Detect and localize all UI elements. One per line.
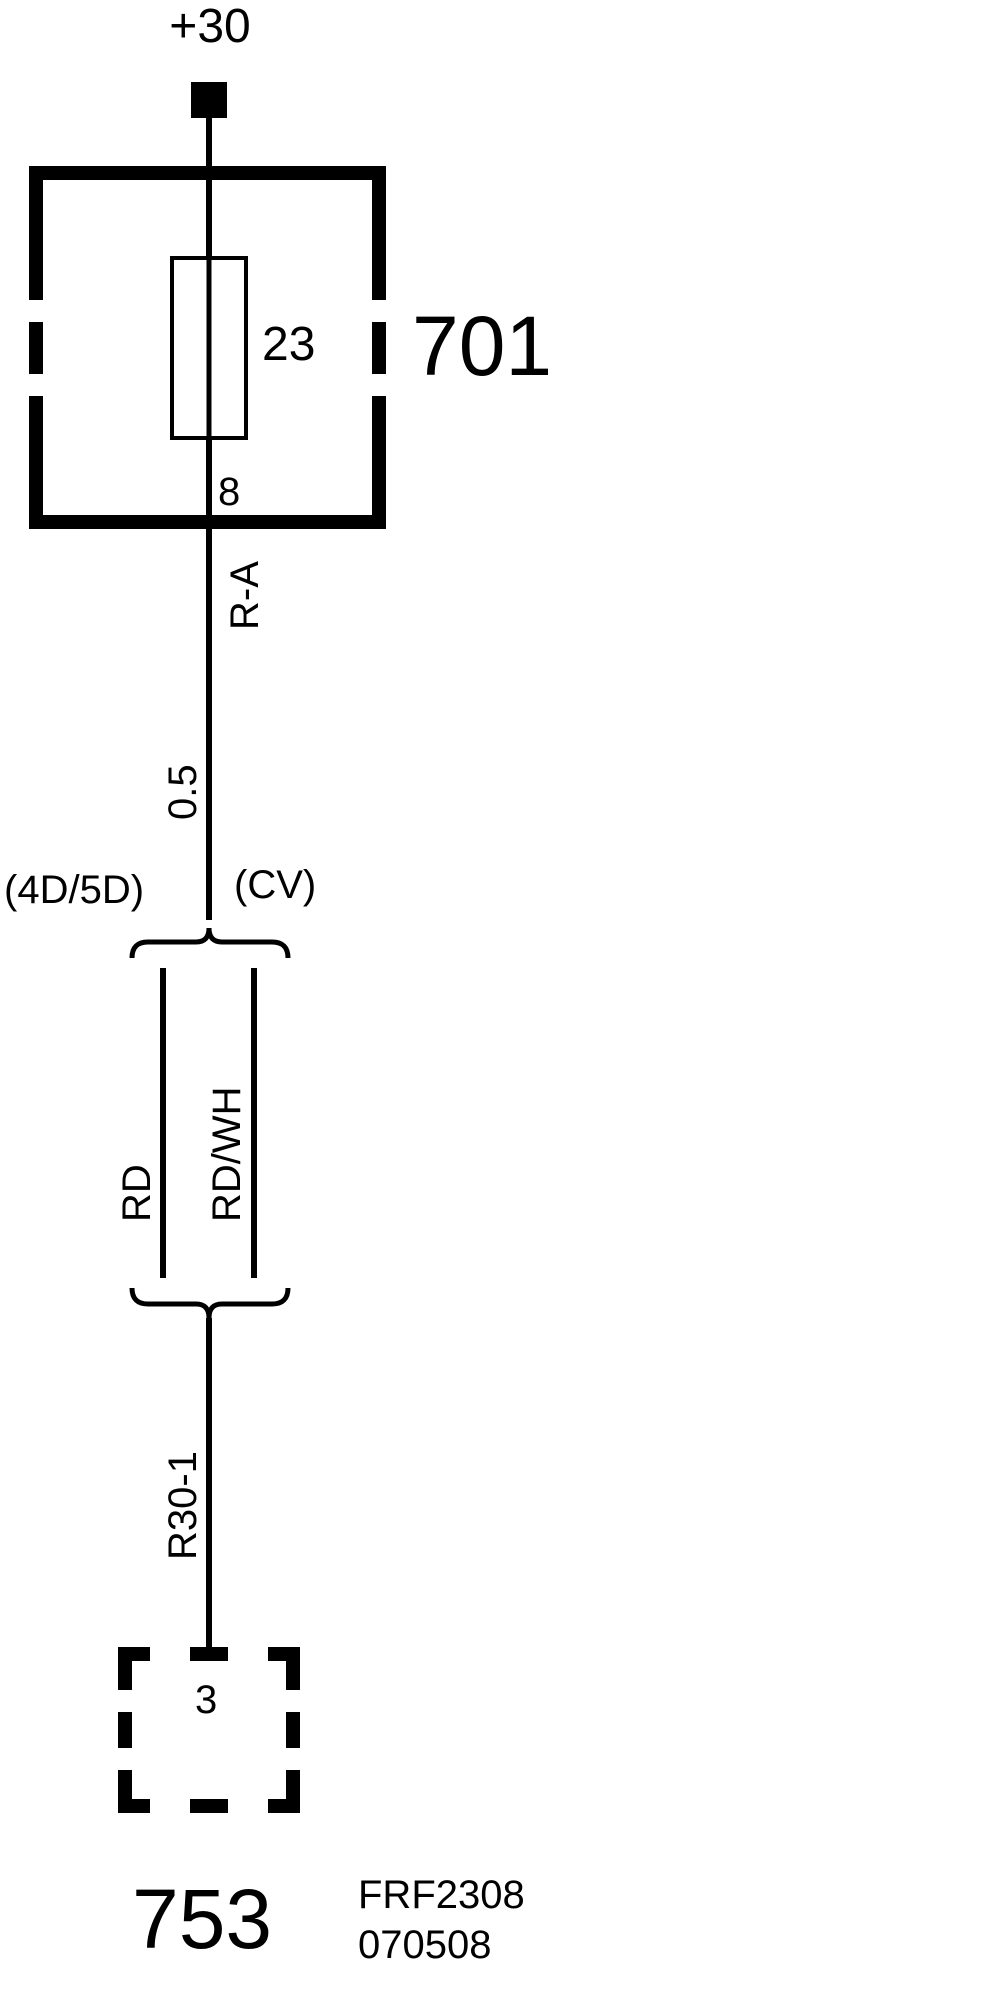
fuse-pin: 8 <box>218 470 240 514</box>
reference-date: 070508 <box>358 1923 491 1967</box>
supply-label: +30 <box>169 0 250 53</box>
wire-circuit-upper: R-A <box>223 561 267 630</box>
variant-brace-top <box>129 927 291 959</box>
connector-pin: 3 <box>195 1678 217 1722</box>
variant-color-right: RD/WH <box>205 1086 249 1222</box>
supply-terminal <box>191 82 227 118</box>
variant-label-left: (4D/5D) <box>4 868 144 912</box>
variant-color-left: RD <box>115 1164 159 1222</box>
reference-code: FRF2308 <box>358 1873 525 1917</box>
fuse-box-id: 701 <box>412 299 552 393</box>
wire-circuit-lower: R30-1 <box>161 1451 205 1560</box>
connector-id: 753 <box>132 1872 272 1966</box>
fuse-number: 23 <box>262 318 315 371</box>
variant-label-right: (CV) <box>234 863 316 907</box>
wire-size: 0.5 <box>161 764 205 820</box>
variant-brace-bottom <box>129 1287 291 1319</box>
connector-pin-mark <box>190 1647 228 1661</box>
connector-753 <box>118 1647 300 1813</box>
